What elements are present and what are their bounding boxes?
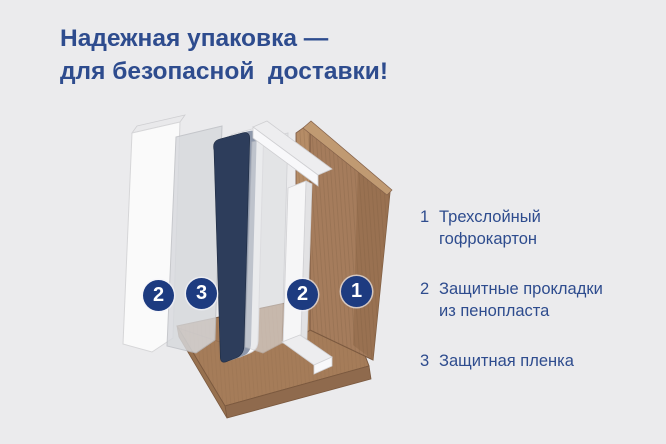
legend-item: 1 Трехслойный гофрокартон [420, 206, 640, 250]
legend-item-number: 2 [420, 280, 430, 298]
legend-item-text: Трехслойный гофрокартон [439, 208, 541, 248]
legend-item-number: 3 [420, 352, 430, 370]
legend-item-number: 1 [420, 208, 430, 226]
legend-item-text: Защитные прокладки из пенопласта [439, 280, 603, 320]
diagram-badge: 2 [287, 279, 318, 310]
packaging-exploded-illustration [122, 114, 393, 419]
legend-item: 2 Защитные прокладки из пенопласта [420, 278, 640, 322]
diagram-badge: 3 [186, 278, 217, 309]
legend-item-text: Защитная пленка [439, 352, 574, 370]
protective-film [166, 125, 223, 354]
legend: 1 Трехслойный гофрокартон 2 Защитные про… [420, 206, 640, 400]
diagram-badge: 1 [341, 276, 372, 307]
legend-item: 3 Защитная пленка [420, 350, 640, 372]
diagram-badge: 2 [143, 280, 174, 311]
page-title: Надежная упаковка — для безопасной доста… [60, 25, 388, 85]
